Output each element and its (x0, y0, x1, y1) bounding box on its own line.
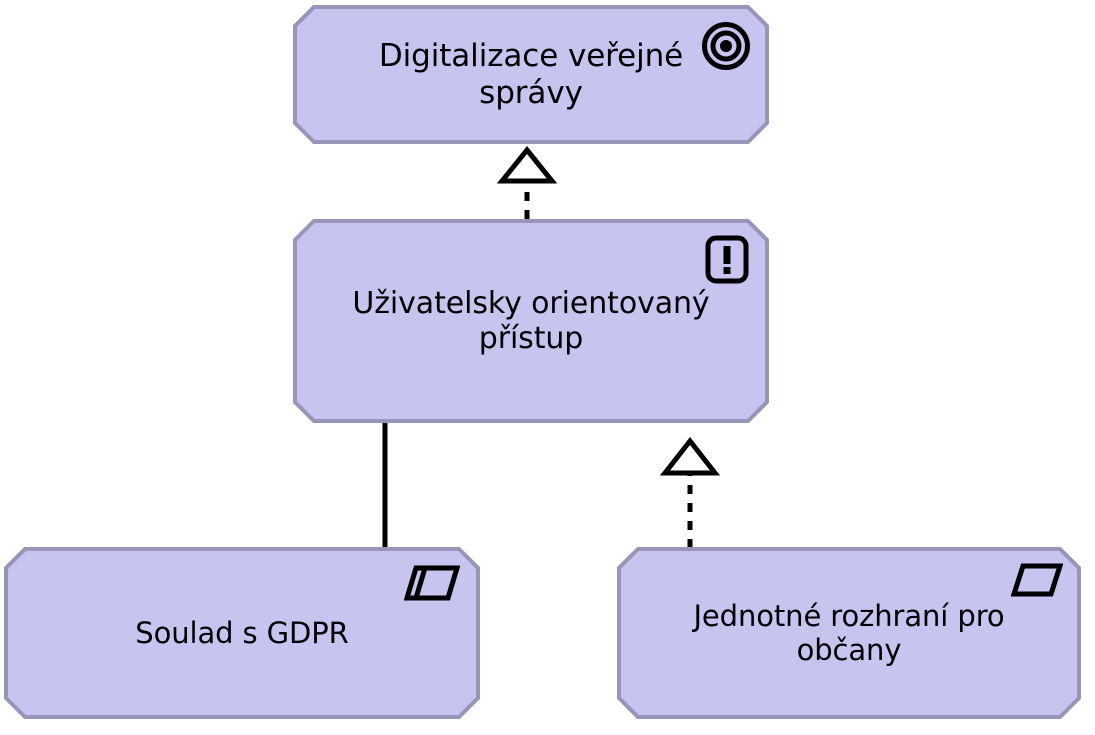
node-principle-label: Uživatelsky orientovaný přístup (352, 285, 710, 356)
hollow-triangle-arrowhead (496, 146, 558, 184)
node-constraint-label: Soulad s GDPR (135, 615, 349, 650)
octagon-shape (293, 5, 769, 144)
edge-principle-realizes-goal[interactable] (496, 146, 558, 219)
node-requirement-label: Jednotné rozhraní pro občany (693, 598, 1005, 667)
octagon-shape (617, 547, 1081, 719)
octagon-shape (4, 547, 480, 719)
hollow-triangle-arrowhead (659, 436, 721, 476)
node-constraint[interactable]: Soulad s GDPR (4, 547, 480, 719)
octagon-shape (293, 219, 769, 423)
node-requirement[interactable]: Jednotné rozhraní pro občany (617, 547, 1081, 719)
node-goal-label: Digitalizace veřejné správy (378, 37, 684, 111)
edge-requirement-realizes-principle[interactable] (659, 436, 721, 548)
node-principle[interactable]: Uživatelsky orientovaný přístup (293, 219, 769, 423)
node-goal[interactable]: Digitalizace veřejné správy (293, 5, 769, 144)
